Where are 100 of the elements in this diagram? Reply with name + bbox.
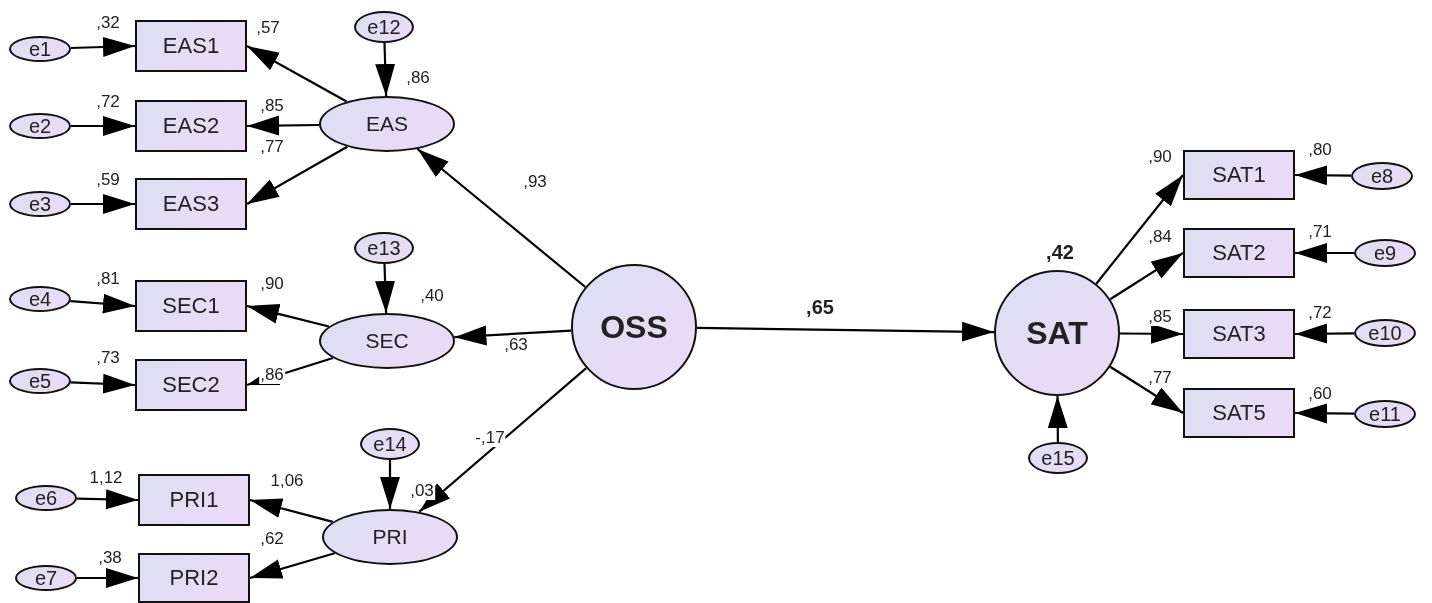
variable-label: SAT2	[1212, 240, 1266, 266]
variable-label: EAS3	[162, 191, 220, 217]
variable-label: e9	[1373, 241, 1397, 265]
arrow	[70, 37, 136, 57]
observed-variable-box	[1183, 150, 1295, 200]
error-term-ellipse	[354, 232, 414, 264]
edge-label: ,84	[1147, 228, 1173, 246]
estimate-value: ,80	[1307, 141, 1333, 159]
error-term-ellipse	[1354, 319, 1416, 347]
error-term-ellipse	[360, 428, 420, 460]
arrow	[697, 321, 994, 342]
arrow	[246, 145, 348, 205]
error-term-ellipse	[9, 191, 71, 217]
estimate-value: ,03	[409, 482, 435, 500]
error-term-ellipse	[1351, 162, 1413, 190]
observed-variable-box	[135, 100, 247, 152]
estimate-value: ,86	[405, 69, 431, 87]
arrow	[76, 489, 139, 510]
error-term-ellipse	[1354, 400, 1416, 428]
variable-label: PRI1	[169, 487, 219, 513]
estimate-value: ,32	[95, 14, 121, 32]
variable-label: e10	[1368, 321, 1402, 345]
variable-label: e15	[1041, 446, 1075, 470]
arrow	[1095, 174, 1184, 285]
edge-label: 1,06	[269, 472, 305, 490]
error-term-ellipse	[1028, 442, 1088, 474]
observed-variable-box	[138, 553, 250, 603]
estimate-value: ,73	[95, 349, 121, 367]
variable-label: e12	[367, 15, 401, 39]
variable-label: EAS	[366, 112, 408, 136]
observed-variable-box	[135, 20, 247, 72]
observed-variable-box	[135, 359, 247, 411]
error-term-ellipse	[354, 11, 414, 43]
edge-label: ,93	[522, 173, 548, 191]
arrow	[70, 293, 136, 314]
edge-label: ,77	[1147, 369, 1173, 387]
error-term-ellipse	[9, 36, 71, 62]
variable-label: e1	[28, 37, 52, 61]
estimate-value: ,40	[419, 287, 445, 305]
observed-variable-box	[135, 178, 247, 230]
arrow	[454, 325, 572, 346]
arrow	[375, 263, 396, 314]
edge-label: -,17	[474, 429, 506, 447]
error-term-ellipse	[1354, 239, 1416, 267]
estimate-value: ,60	[1307, 385, 1333, 403]
variable-label: e8	[1370, 164, 1394, 188]
arrow	[246, 304, 330, 328]
variable-label: e14	[373, 432, 407, 456]
edge-label: ,90	[259, 275, 285, 293]
arrow	[1295, 323, 1354, 344]
arrow	[246, 45, 348, 103]
edge-label: ,65	[805, 298, 835, 316]
variable-label: PRI	[372, 525, 408, 549]
observed-variable-box	[1183, 309, 1295, 359]
variable-label: EAS2	[162, 113, 220, 139]
edge-label: ,90	[1147, 148, 1173, 166]
edge-label: ,85	[259, 97, 285, 115]
observed-variable-box	[138, 474, 250, 526]
variable-label: SEC1	[162, 293, 220, 319]
variable-label: SAT	[1026, 314, 1088, 352]
latent-variable-ellipse	[322, 509, 458, 565]
estimate-value: ,72	[1307, 304, 1333, 322]
arrow	[249, 552, 335, 580]
error-term-ellipse	[9, 113, 71, 139]
variable-label: SAT3	[1212, 321, 1266, 347]
arrow	[1295, 165, 1351, 186]
arrow	[1047, 396, 1068, 442]
variable-label: PRI2	[169, 565, 219, 591]
latent-variable-ellipse	[319, 313, 455, 369]
estimate-value: ,81	[95, 270, 121, 288]
error-term-ellipse	[9, 286, 71, 312]
estimate-value: 1,12	[88, 469, 124, 487]
observed-variable-box	[1183, 228, 1295, 278]
variable-label: e2	[28, 114, 52, 138]
variable-label: e7	[34, 566, 58, 590]
arrow	[77, 568, 138, 588]
variable-label: EAS1	[162, 33, 220, 59]
variable-label: SAT5	[1212, 400, 1266, 426]
observed-variable-box	[135, 280, 247, 332]
arrow	[375, 42, 396, 97]
estimate-value: ,72	[95, 93, 121, 111]
arrow	[247, 115, 319, 136]
estimate-value: ,71	[1307, 223, 1333, 241]
edge-label: ,63	[503, 336, 529, 354]
arrow	[1109, 252, 1184, 301]
edge-label: ,77	[259, 138, 285, 156]
arrow	[70, 373, 136, 394]
observed-variable-box	[1183, 388, 1295, 438]
arrow	[71, 116, 135, 136]
variable-label: e13	[367, 236, 401, 260]
variable-label: e5	[28, 369, 52, 393]
estimate-value: ,38	[97, 549, 123, 567]
arrow	[1295, 243, 1354, 263]
error-term-ellipse	[9, 368, 71, 394]
variable-label: e4	[28, 287, 52, 311]
variable-label: e11	[1369, 402, 1401, 426]
arrow	[71, 194, 135, 214]
arrow	[1295, 403, 1354, 424]
edge-label: ,86	[259, 366, 285, 384]
variable-label: e6	[34, 486, 58, 510]
